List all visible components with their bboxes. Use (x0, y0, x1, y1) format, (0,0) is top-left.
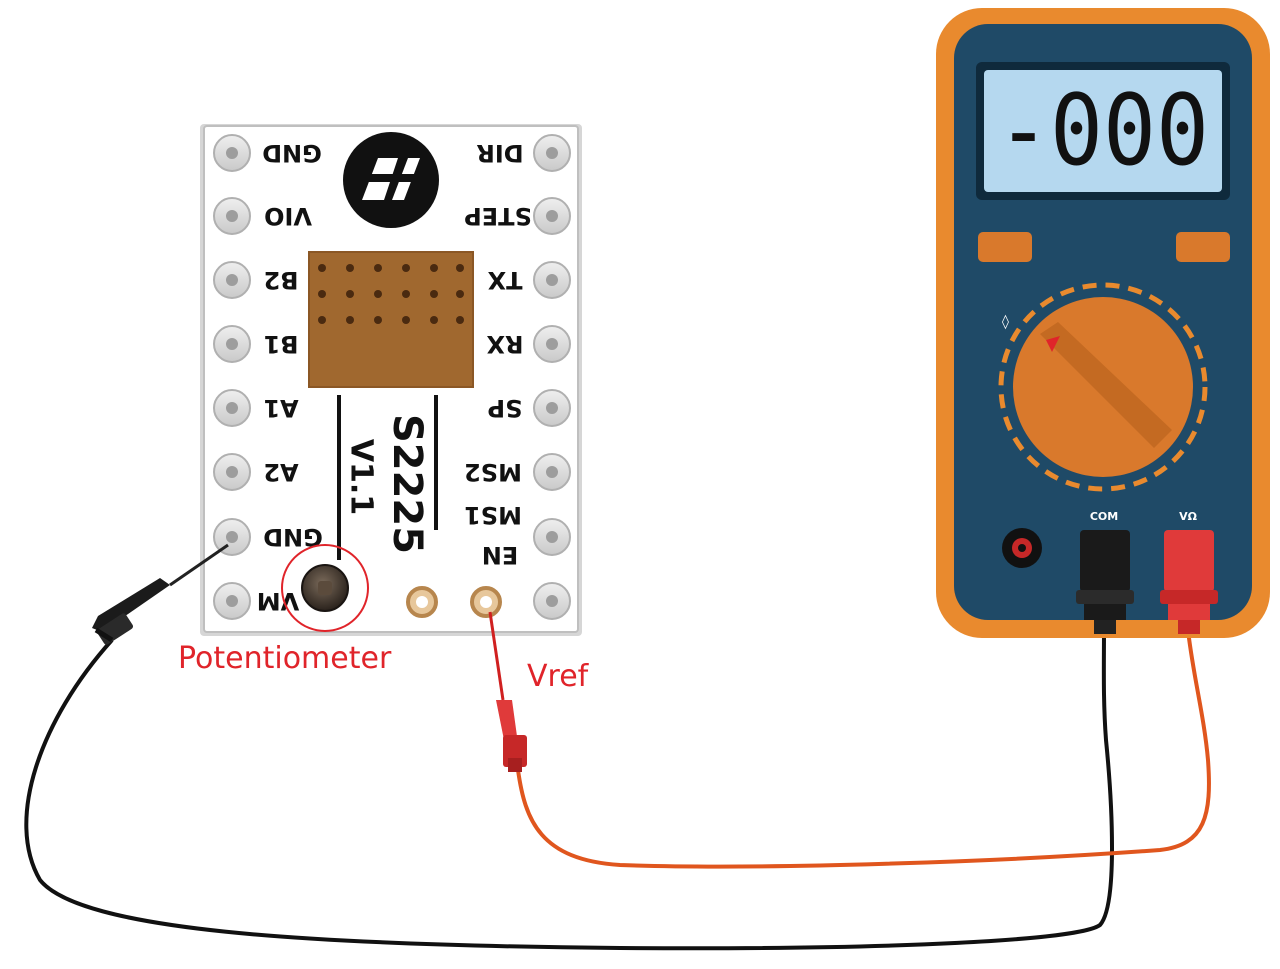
left-pin-labels: GND VIO B2 B1 A1 A2 GND VM (257, 139, 323, 615)
com-black-plug (1076, 530, 1134, 634)
v-port-label: VΩ (1179, 510, 1198, 523)
black-ground-wire (24, 629, 1114, 951)
pin-label-a1: A1 (263, 394, 298, 422)
left-function-button[interactable] (978, 232, 1032, 262)
heatsink-pad (308, 251, 474, 388)
pin-label-ms1: MS1 (464, 501, 522, 529)
dial-pointer (1040, 322, 1172, 448)
potentiometer-label: Potentiometer (178, 641, 392, 676)
board-version: V1.1 (344, 439, 379, 515)
dial-scale-ring (998, 282, 1208, 492)
pin-label-sp: SP (488, 394, 523, 422)
orange-vref-wire (516, 629, 1211, 869)
dial-pointer-tip (1046, 336, 1060, 352)
left-pin-pad (213, 582, 251, 620)
right-pin-pad (533, 261, 571, 299)
left-pin-pad (213, 261, 251, 299)
vref-test-hole (470, 586, 502, 618)
pin-label-ms2: MS2 (464, 458, 522, 486)
pin-label-b1: B1 (264, 330, 299, 358)
pin-label-rx: RX (486, 330, 523, 358)
v-red-plug (1160, 530, 1218, 634)
left-pin-pad (213, 325, 251, 363)
pin-label-step: STEP (464, 202, 532, 230)
right-pin-pad (533, 325, 571, 363)
right-pin-pad (533, 582, 571, 620)
black-probe-clip (92, 543, 229, 645)
pin-label-gnd: GND (262, 139, 322, 167)
pin-label-tx: TX (487, 266, 522, 294)
ma-input-port[interactable] (1002, 528, 1042, 568)
vref-label: Vref (527, 659, 590, 694)
pin-label-dir: DIR (476, 139, 523, 167)
pin-label-a2: A2 (263, 458, 298, 486)
right-pin-pad (533, 453, 571, 491)
pin-label-vm: VM (257, 587, 299, 615)
left-pin-pad (213, 518, 251, 556)
potentiometer-knob-icon (301, 564, 349, 612)
board-name: S2225 (384, 414, 430, 554)
left-pin-pad (213, 197, 251, 235)
right-header (533, 134, 571, 620)
right-pin-pad (533, 518, 571, 556)
right-function-button[interactable] (1176, 232, 1230, 262)
brand-logo-icon (343, 132, 439, 228)
dial-range-mark: ◊ (1002, 314, 1009, 330)
left-pin-pad (213, 453, 251, 491)
pin-label-b2: B2 (264, 266, 299, 294)
lcd-display-value: -000 (997, 74, 1209, 188)
com-port-label: COM (1090, 510, 1118, 523)
test-hole (406, 586, 438, 618)
right-pin-labels: DIR STEP TX RX SP MS2 MS1 EN (464, 139, 532, 569)
pin-label-vio: VIO (264, 202, 312, 230)
right-pin-pad (533, 389, 571, 427)
pin-label-en: EN (482, 541, 518, 569)
left-header (213, 134, 251, 620)
driver-board: GND VIO B2 B1 A1 A2 GND VM DIR STEP TX R… (200, 124, 582, 636)
right-pin-pad (533, 134, 571, 172)
right-pin-pad (533, 197, 571, 235)
wires (24, 629, 1211, 951)
red-probe-clip (488, 611, 527, 772)
lcd-screen (984, 70, 1222, 192)
multimeter: -000 ◊ COM VΩ (936, 8, 1270, 638)
left-pin-pad (213, 389, 251, 427)
left-pin-pad (213, 134, 251, 172)
potentiometer-highlight-ring (281, 544, 369, 632)
